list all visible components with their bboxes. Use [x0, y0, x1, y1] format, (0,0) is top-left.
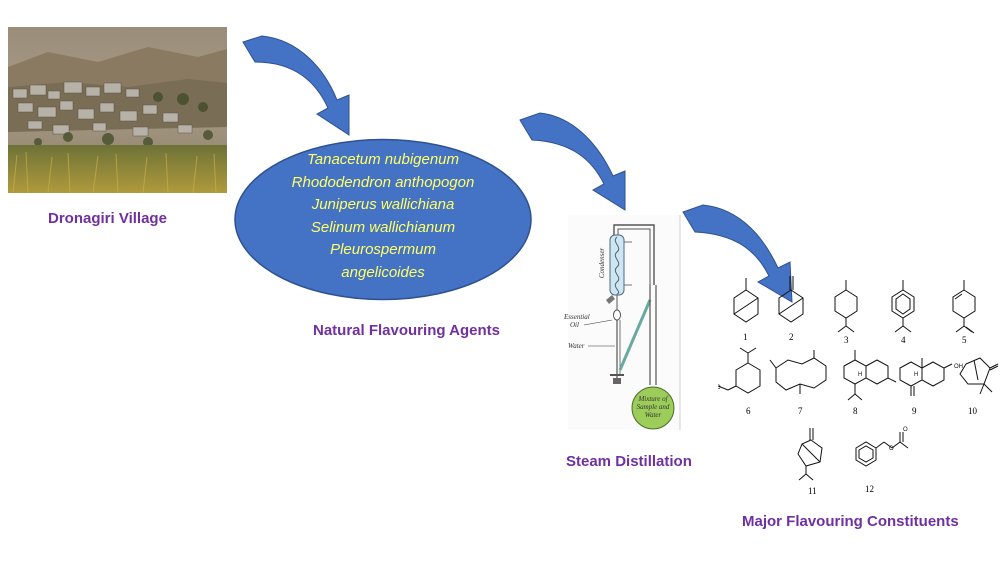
flask-label: Water [645, 411, 662, 419]
essential-oil-label: Oil [570, 321, 579, 329]
compound-number: 9 [912, 406, 917, 416]
species-name: angelicoides [341, 263, 425, 281]
condenser-label: Condenser [598, 248, 606, 279]
distillation-apparatus: Condenser Essential Oil Water Mixture of… [563, 215, 681, 430]
structure-12 [855, 432, 909, 467]
structure-5 [952, 280, 976, 334]
arrow-distillation-to-constituents [682, 204, 793, 303]
water-label: Water [568, 342, 585, 350]
structure-4 [891, 280, 915, 333]
species-name: Pleurospermum [330, 241, 436, 258]
structure-2 [778, 276, 804, 323]
svg-text:O: O [889, 446, 894, 452]
essential-oil-label: Essential [563, 313, 590, 321]
flask-label: Sample and [637, 403, 670, 411]
species-list: Tanacetum nubigenum Rhododendron anthopo… [233, 149, 533, 284]
arrow-village-to-agents [242, 35, 350, 136]
svg-text:O: O [903, 427, 908, 433]
compound-number: 4 [901, 335, 906, 345]
structure-10 [959, 357, 999, 395]
structure-11 [797, 428, 823, 481]
svg-text:H: H [914, 372, 918, 378]
species-name: Rhododendron anthopogon [291, 173, 475, 191]
structure-3 [834, 280, 858, 333]
compound-number: 6 [746, 406, 751, 416]
compound-number: 10 [968, 406, 978, 416]
constituents-caption: Major Flavouring Constituents [742, 513, 959, 530]
svg-text:OH: OH [954, 364, 963, 370]
species-name: Selinum wallichianum [310, 218, 456, 236]
compound-number: 11 [808, 486, 817, 496]
compound-number: 2 [789, 332, 794, 342]
chemical-structures: O OH O O H H 1 2 3 4 5 6 7 8 9 10 11 12 [718, 276, 999, 496]
compound-number: 8 [853, 406, 858, 416]
dronagiri-village-photo [8, 27, 227, 193]
svg-text:H: H [858, 372, 862, 378]
species-name: Tanacetum nubigenum [306, 151, 460, 168]
structure-7 [769, 350, 827, 394]
compound-number: 3 [844, 335, 849, 345]
compound-number: 5 [962, 335, 967, 345]
flavouring-agents-ellipse [234, 138, 532, 301]
distillation-caption: Steam Distillation [566, 453, 692, 470]
arrow-agents-to-distillation [519, 112, 626, 211]
svg-text:O: O [718, 385, 721, 391]
village-caption: Dronagiri Village [48, 210, 167, 227]
compound-number: 7 [798, 406, 803, 416]
species-name: Juniperus wallichiana [311, 196, 455, 213]
structure-8 [843, 350, 897, 401]
agents-caption: Natural Flavouring Agents [313, 322, 500, 339]
compound-number: 12 [865, 484, 874, 494]
flask [631, 386, 675, 430]
structure-6 [718, 347, 761, 394]
flask-label: Mixture of [637, 395, 668, 403]
structure-1 [733, 278, 759, 323]
structure-9 [899, 358, 953, 396]
compound-number: 1 [743, 332, 748, 342]
